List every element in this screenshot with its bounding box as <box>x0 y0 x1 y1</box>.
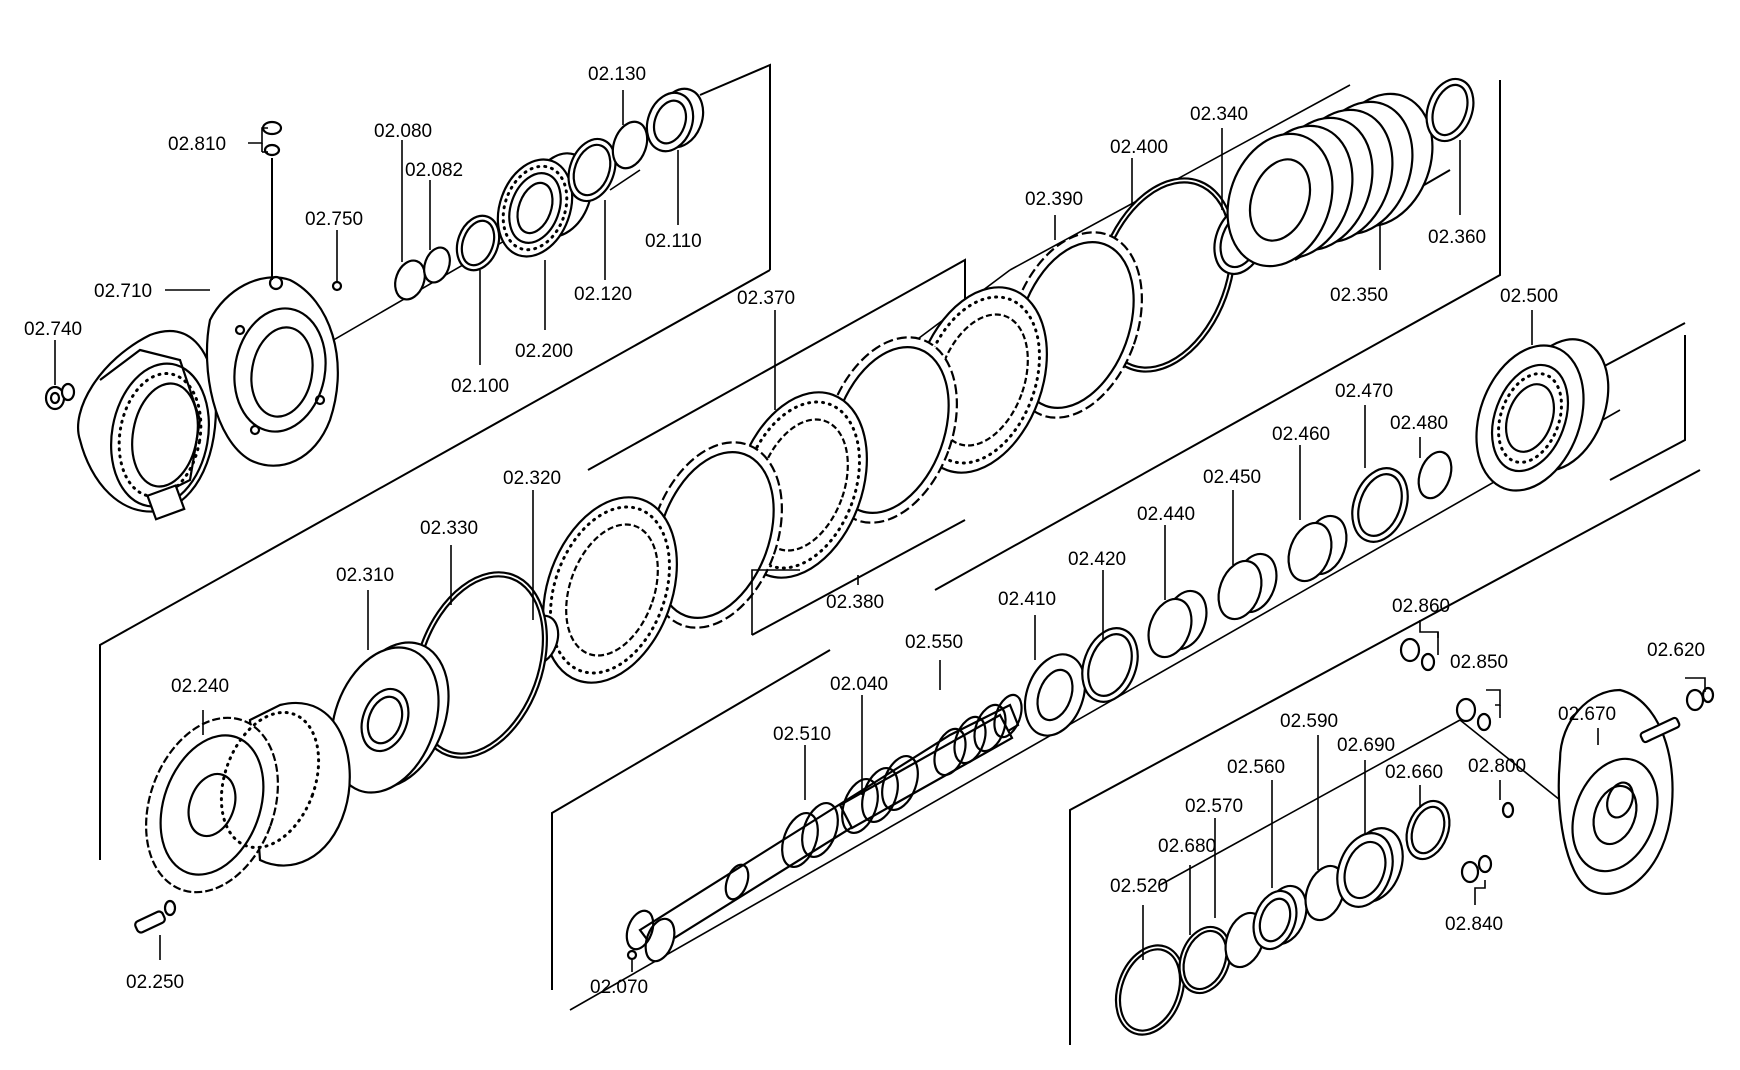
label-02350: 02.350 <box>1330 285 1388 306</box>
label-02680: 02.680 <box>1158 836 1216 857</box>
label-02710: 02.710 <box>94 281 152 302</box>
label-02590: 02.590 <box>1280 711 1338 732</box>
label-02800: 02.800 <box>1468 756 1526 777</box>
bushing-02460 <box>1287 514 1348 583</box>
ring-02480 <box>1417 450 1453 500</box>
housing-assembly-02740 <box>77 329 217 521</box>
clutch-drum-02240 <box>145 701 351 894</box>
label-02240: 02.240 <box>171 676 229 697</box>
label-02660: 02.660 <box>1385 762 1443 783</box>
label-02510: 02.510 <box>773 724 831 745</box>
shaft-02040 <box>625 693 1023 963</box>
label-02200: 02.200 <box>515 341 573 362</box>
plug-02860 <box>1399 637 1436 672</box>
ring-02080 <box>394 259 426 301</box>
ring-02520 <box>1114 944 1186 1036</box>
center-axis-lines <box>229 84 1621 1011</box>
piston-02310 <box>330 641 450 794</box>
plug-02070 <box>626 949 638 961</box>
label-02320: 02.320 <box>503 468 561 489</box>
nut-02740 <box>44 382 76 411</box>
spring-pack-02350 <box>1226 92 1434 268</box>
bushing-02440 <box>1147 589 1208 659</box>
screw-02810 <box>261 120 283 280</box>
label-02860: 02.860 <box>1392 596 1450 617</box>
label-02440: 02.440 <box>1137 504 1195 525</box>
seal-02410 <box>1023 653 1087 737</box>
plug-02840 <box>1460 854 1493 884</box>
label-02560: 02.560 <box>1227 757 1285 778</box>
label-02082: 02.082 <box>405 160 463 181</box>
label-02330: 02.330 <box>420 518 478 539</box>
plate-02360 <box>1425 77 1475 143</box>
ring-02082 <box>423 246 451 284</box>
plug-02800 <box>1501 801 1515 819</box>
ring-02100 <box>455 214 501 272</box>
label-02420: 02.420 <box>1068 549 1126 570</box>
label-02810: 02.810 <box>168 134 226 155</box>
group-frame-shaft <box>551 649 831 990</box>
label-02460: 02.460 <box>1272 424 1330 445</box>
seal-02690 <box>1336 827 1404 908</box>
ring-02130 <box>611 120 649 170</box>
ring-02660 <box>1405 799 1451 861</box>
label-02450: 02.450 <box>1203 467 1261 488</box>
label-02130: 02.130 <box>588 64 646 85</box>
pin-02250 <box>134 899 177 934</box>
seal-02560 <box>1252 884 1308 951</box>
bearing-02500 <box>1475 338 1610 492</box>
label-02070: 02.070 <box>590 977 648 998</box>
label-02550: 02.550 <box>905 632 963 653</box>
label-02400: 02.400 <box>1110 137 1168 158</box>
label-02520: 02.520 <box>1110 876 1168 897</box>
group-frame-top-left <box>99 63 771 860</box>
label-02840: 02.840 <box>1445 914 1503 935</box>
label-02340: 02.340 <box>1190 104 1248 125</box>
pump-cover-02710 <box>205 275 339 467</box>
label-02740: 02.740 <box>24 319 82 340</box>
label-02500: 02.500 <box>1500 286 1558 307</box>
label-02480: 02.480 <box>1390 413 1448 434</box>
label-02850: 02.850 <box>1450 652 1508 673</box>
part-labels: 02.810 02.710 02.740 02.750 02.080 02.08… <box>24 64 1705 998</box>
group-frame-bottom-left <box>1596 322 1686 481</box>
plug-02750 <box>331 280 343 292</box>
plug-02850 <box>1455 697 1492 732</box>
bearing-02200 <box>496 152 593 258</box>
ring-02470 <box>1351 467 1409 543</box>
label-02620: 02.620 <box>1647 640 1705 661</box>
label-02690: 02.690 <box>1337 735 1395 756</box>
label-02470: 02.470 <box>1335 381 1393 402</box>
bushing-02450 <box>1217 552 1278 621</box>
label-02380: 02.380 <box>826 592 884 613</box>
friction-disc-02320 <box>542 496 678 684</box>
label-02410: 02.410 <box>998 589 1056 610</box>
leader-lines <box>54 90 1706 972</box>
ring-02680 <box>1178 925 1232 995</box>
label-02120: 02.120 <box>574 284 632 305</box>
label-02570: 02.570 <box>1185 796 1243 817</box>
label-02390: 02.390 <box>1025 189 1083 210</box>
seal-02110 <box>645 87 705 153</box>
stud-02620 <box>1639 686 1715 744</box>
ring-02120 <box>567 137 617 203</box>
label-02370: 02.370 <box>737 288 795 309</box>
label-02100: 02.100 <box>451 376 509 397</box>
label-02250: 02.250 <box>126 972 184 993</box>
group-frame-bottom-right <box>1069 469 1701 1045</box>
label-02310: 02.310 <box>336 565 394 586</box>
label-02670: 02.670 <box>1558 704 1616 725</box>
ring-02420 <box>1081 627 1139 703</box>
label-02750: 02.750 <box>305 209 363 230</box>
label-02110: 02.110 <box>645 231 702 252</box>
label-02080: 02.080 <box>374 121 432 142</box>
label-02040: 02.040 <box>830 674 888 695</box>
label-02360: 02.360 <box>1428 227 1486 248</box>
